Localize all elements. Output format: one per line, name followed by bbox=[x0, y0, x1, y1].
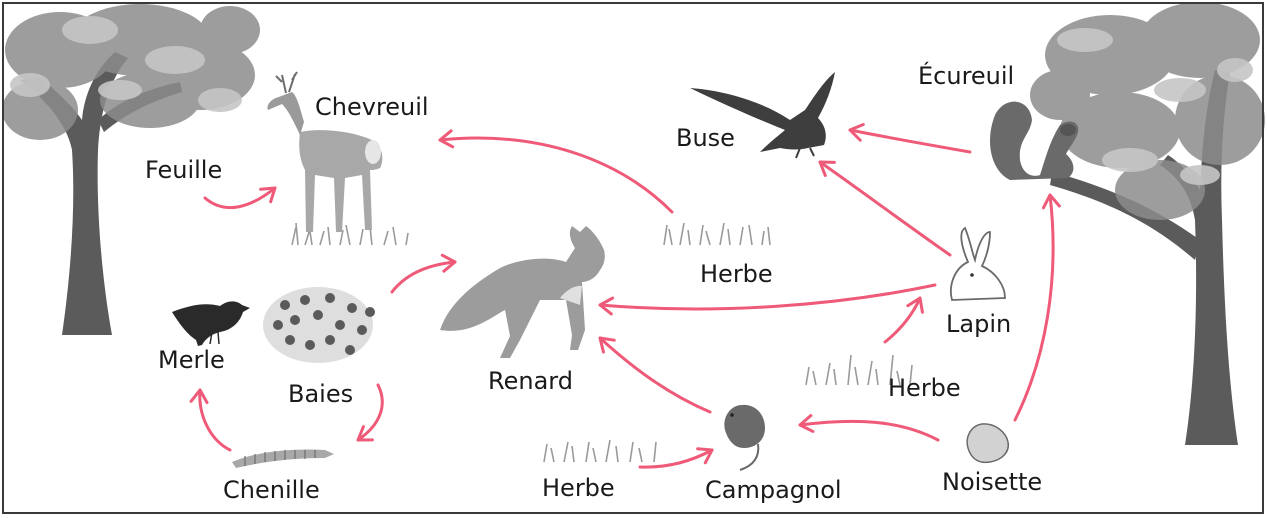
food-web-diagram: Chevreuil Feuille Buse Écureuil Herbe Re… bbox=[0, 0, 1268, 518]
diagram-frame bbox=[2, 2, 1264, 514]
